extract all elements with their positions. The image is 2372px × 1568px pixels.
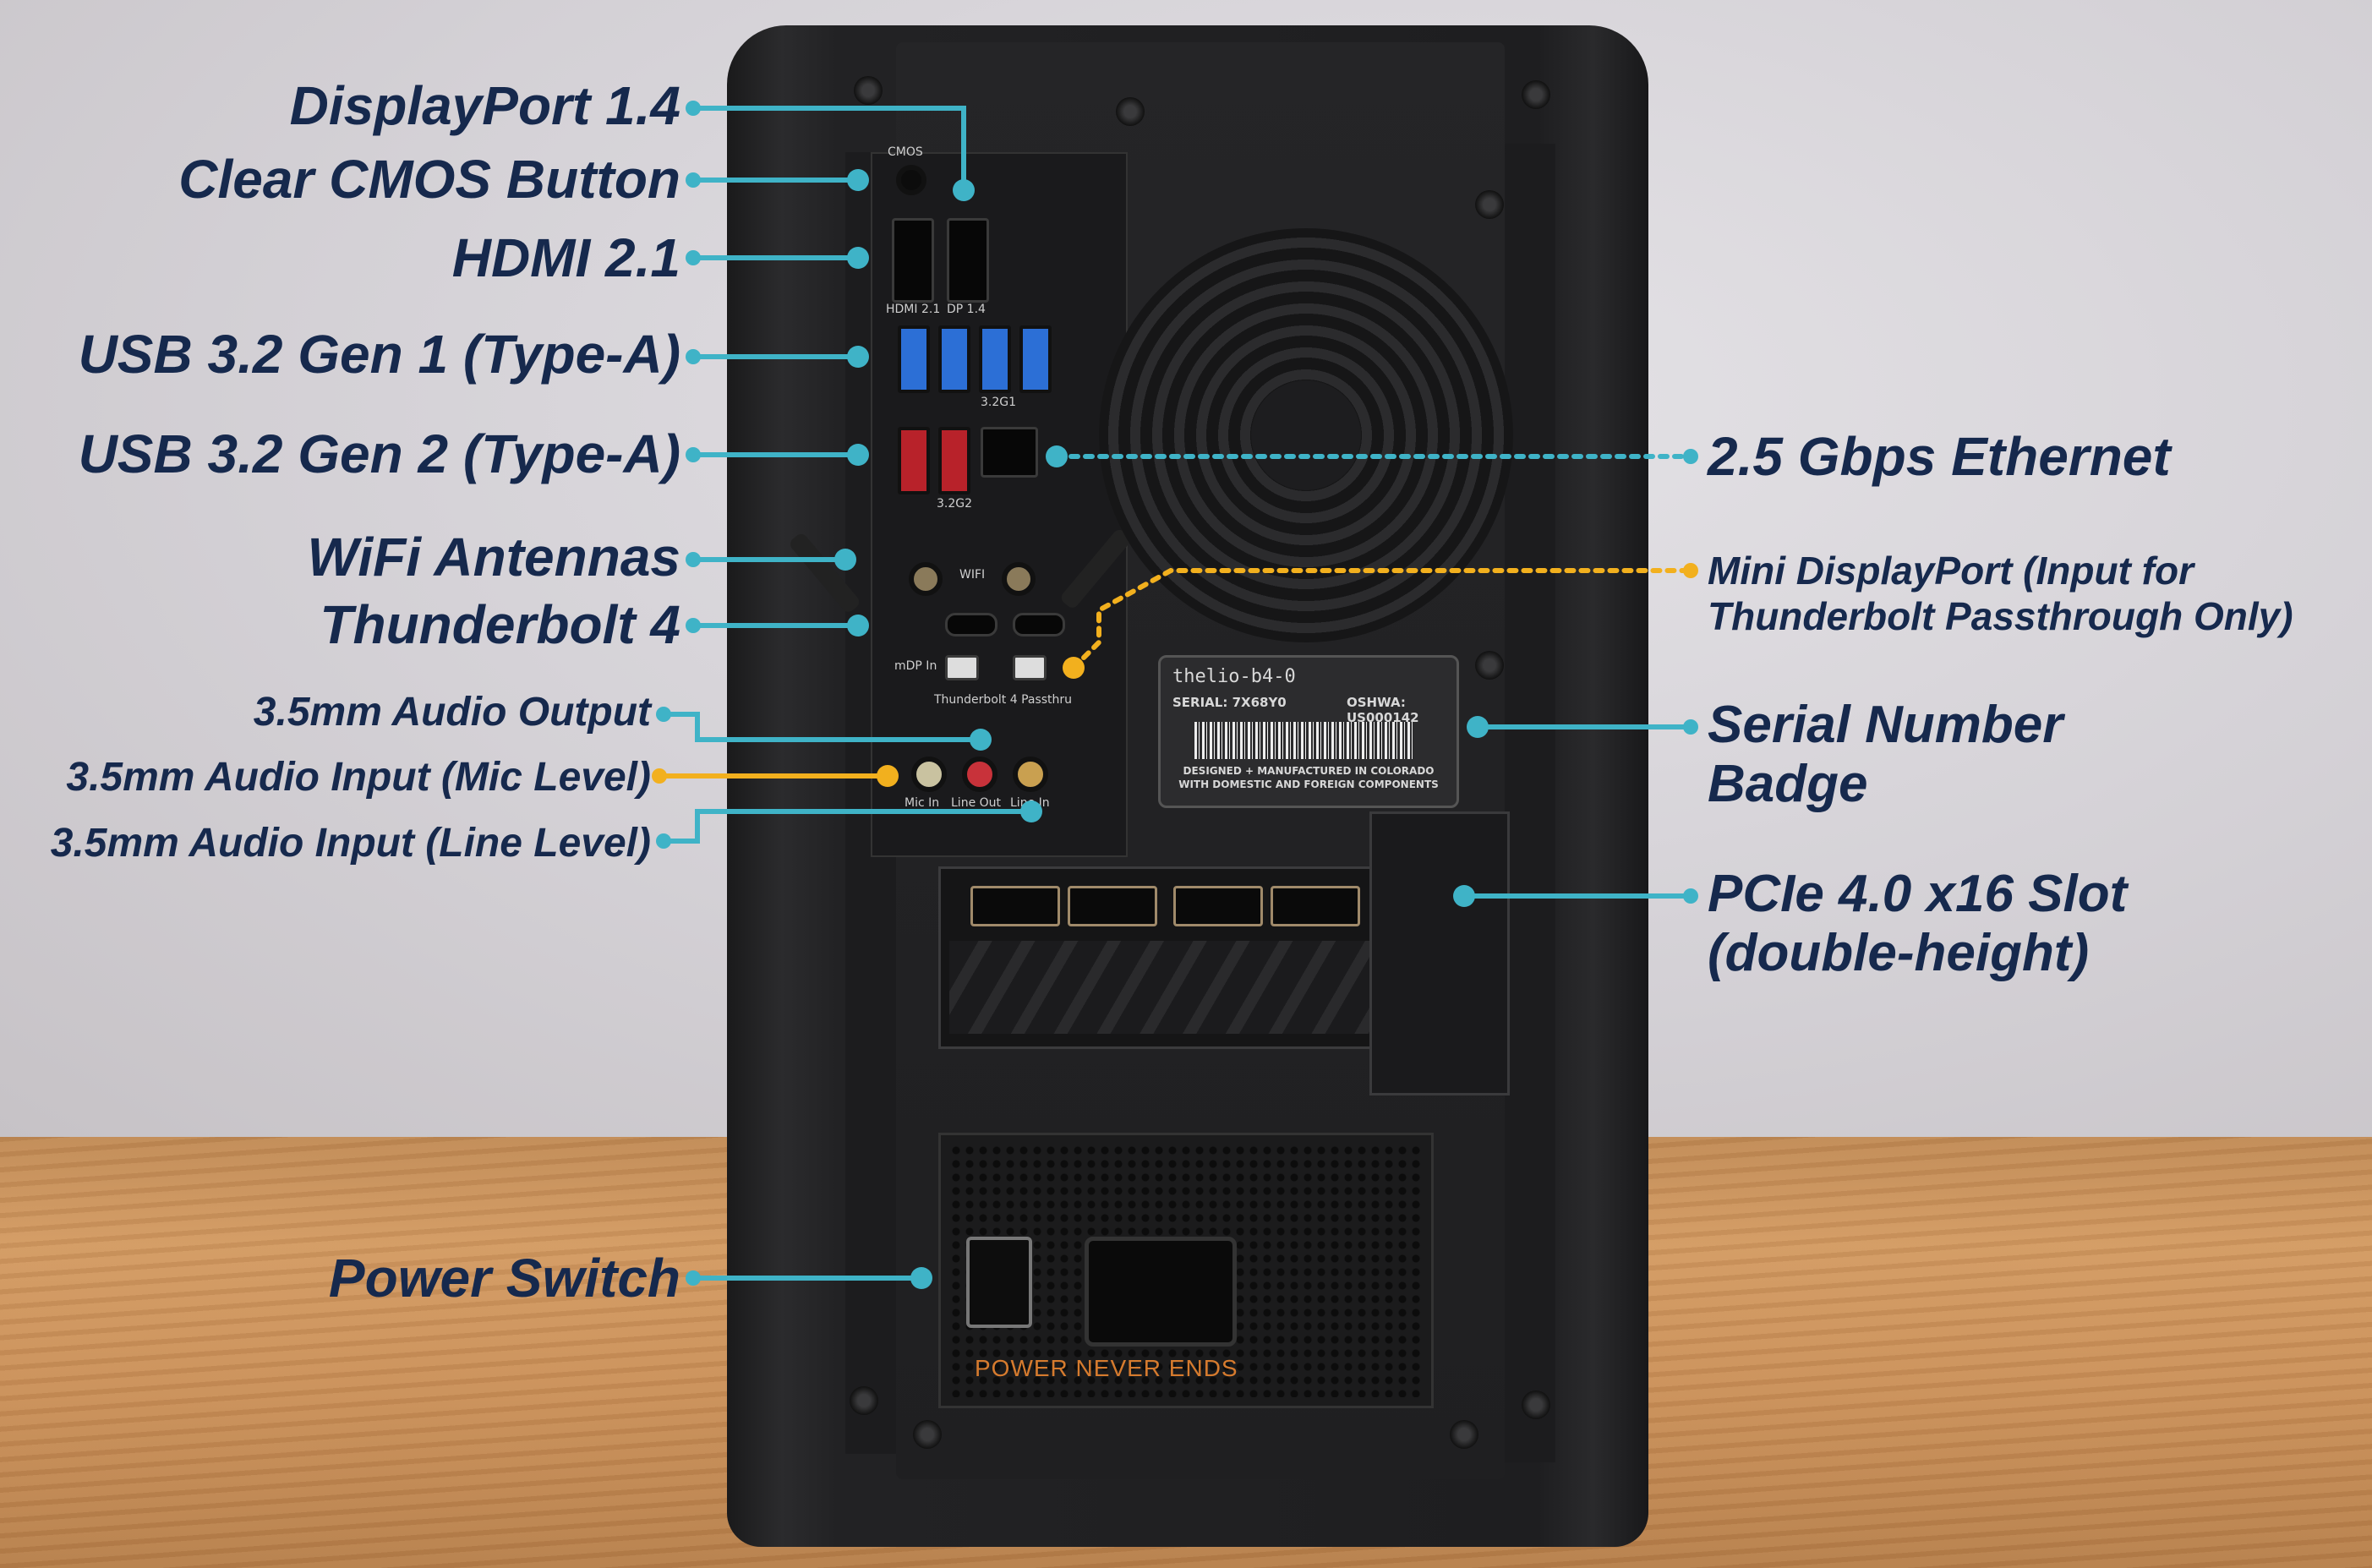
mini-displayport-in[interactable]	[945, 655, 979, 680]
label-pcie: PCIe 4.0 x16 Slot (double-height)	[1708, 865, 2127, 983]
label-audio-mic: 3.5mm Audio Input (Mic Level)	[66, 755, 651, 800]
label-thunderbolt: Thunderbolt 4	[320, 594, 680, 655]
serial-badge: thelio-b4-0 SERIAL: 7X68Y0 OSHWA: US0001…	[1158, 655, 1459, 808]
screw	[1522, 80, 1550, 109]
usb-gen1-port[interactable]	[979, 325, 1011, 393]
ethernet-port[interactable]	[981, 427, 1038, 478]
gpu-display-port[interactable]	[970, 886, 1060, 926]
screw	[1475, 190, 1504, 219]
mic-in-jack[interactable]	[911, 757, 947, 792]
label-usb-gen1: USB 3.2 Gen 1 (Type-A)	[78, 324, 680, 385]
leader-audio-line	[661, 809, 1034, 844]
label-usb-gen2: USB 3.2 Gen 2 (Type-A)	[78, 423, 680, 484]
hdmi-port[interactable]	[892, 218, 934, 303]
displayport-port[interactable]	[947, 218, 989, 303]
power-inlet[interactable]	[1085, 1237, 1237, 1347]
leader-mini-displayport	[1071, 568, 1693, 670]
power-never-ends-print: POWER NEVER ENDS	[975, 1355, 1238, 1381]
power-switch[interactable]	[966, 1237, 1032, 1328]
hdmi-print: HDMI 2.1	[886, 303, 941, 316]
label-audio-out: 3.5mm Audio Output	[253, 690, 651, 735]
fan-hub	[1251, 380, 1361, 490]
label-mini-displayport-line2: Thunderbolt Passthrough Only)	[1708, 594, 2293, 638]
screw	[850, 1386, 878, 1415]
label-displayport: DisplayPort 1.4	[289, 75, 680, 136]
usb-gen1-port[interactable]	[898, 325, 930, 393]
badge-serial: SERIAL: 7X68Y0	[1172, 695, 1287, 710]
thunderbolt-port[interactable]	[945, 613, 997, 636]
mdp-in-print: mDP In	[894, 659, 937, 673]
gpu-bracket	[938, 866, 1383, 1049]
label-pcie-line1: PCIe 4.0 x16 Slot	[1708, 865, 2128, 923]
screw	[854, 76, 883, 105]
label-mini-displayport-line1: Mini DisplayPort (Input for	[1708, 549, 2194, 593]
wifi-connector[interactable]	[909, 562, 943, 596]
pcie-slot-cover	[1369, 811, 1510, 1095]
label-ethernet: 2.5 Gbps Ethernet	[1708, 426, 2171, 487]
label-mini-displayport: Mini DisplayPort (Input for Thunderbolt …	[1708, 548, 2293, 639]
label-serial-line2: Badge	[1708, 755, 1868, 813]
dp-print: DP 1.4	[947, 303, 986, 316]
wifi-print: WIFI	[959, 568, 986, 582]
gpu-vent	[949, 941, 1372, 1034]
mic-in-print: Mic In	[905, 796, 940, 810]
usb-gen2-port[interactable]	[938, 427, 970, 494]
label-audio-line: 3.5mm Audio Input (Line Level)	[50, 821, 651, 866]
line-out-print: Line Out	[951, 796, 1002, 810]
label-power-switch: Power Switch	[328, 1248, 680, 1308]
clear-cmos-button[interactable]	[896, 165, 926, 195]
tb4-passthru-print: Thunderbolt 4 Passthru	[934, 693, 1073, 707]
leader-audio-out	[661, 712, 983, 742]
usb-gen2-port[interactable]	[898, 427, 930, 494]
case-rail-right	[1505, 144, 1555, 1462]
badge-line1: DESIGNED + MANUFACTURED IN COLORADO	[1183, 765, 1435, 777]
mini-displayport-in[interactable]	[1013, 655, 1047, 680]
screw	[1450, 1420, 1478, 1449]
gpu-display-port[interactable]	[1068, 886, 1157, 926]
screw	[913, 1420, 942, 1449]
barcode	[1194, 722, 1414, 759]
badge-oshwa: OSHWA: US000142	[1347, 695, 1419, 725]
thunderbolt-port[interactable]	[1013, 613, 1065, 636]
line-in-jack[interactable]	[1013, 757, 1048, 792]
cmos-print: CMOS	[888, 145, 923, 159]
gpu-display-port[interactable]	[1271, 886, 1360, 926]
power-supply: POWER NEVER ENDS	[938, 1133, 1434, 1408]
label-wifi: WiFi Antennas	[307, 527, 681, 587]
line-out-jack[interactable]	[962, 757, 997, 792]
usb-gen1-port[interactable]	[938, 325, 970, 393]
wifi-connector[interactable]	[1002, 562, 1036, 596]
label-hdmi: HDMI 2.1	[451, 227, 680, 288]
label-serial-line1: Serial Number	[1708, 696, 2063, 754]
label-pcie-line2: (double-height)	[1708, 924, 2090, 982]
gpu-display-port[interactable]	[1173, 886, 1263, 926]
badge-model: thelio-b4-0	[1172, 666, 1296, 687]
usb-gen1-port[interactable]	[1019, 325, 1052, 393]
badge-line2: WITH DOMESTIC AND FOREIGN COMPONENTS	[1178, 779, 1439, 790]
leader-displayport	[691, 106, 966, 193]
label-clear-cmos: Clear CMOS Button	[178, 149, 680, 210]
screw	[1116, 97, 1145, 126]
screw	[1522, 1390, 1550, 1419]
screw	[1475, 651, 1504, 680]
usb-3g2-print: 3.2G2	[937, 497, 973, 511]
usb-3g1-print: 3.2G1	[981, 396, 1017, 409]
label-serial-badge: Serial Number Badge	[1708, 696, 2063, 814]
